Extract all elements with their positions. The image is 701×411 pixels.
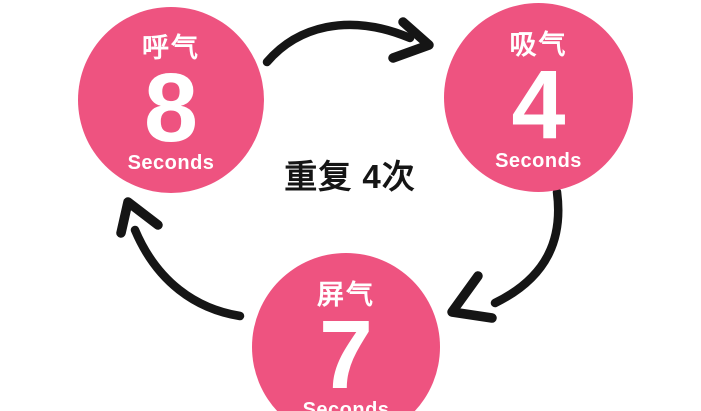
curved-arrow-hold-to-exhale-icon (116, 197, 245, 321)
arrow-top-curve (262, 20, 415, 67)
arrow-left-head (116, 197, 163, 238)
arrow-right-head (447, 271, 497, 323)
exhale-seconds-unit: Seconds (127, 152, 215, 175)
exhale-label: 呼气 (142, 32, 200, 63)
curved-arrow-exhale-to-inhale-icon (262, 17, 434, 67)
exhale-circle: 呼气 8 Seconds (78, 7, 264, 193)
curved-arrow-inhale-to-hold-icon (447, 187, 563, 323)
arrow-top-head (388, 17, 434, 63)
inhale-seconds-value: 4 (511, 50, 566, 160)
arrow-right-curve (490, 187, 563, 308)
exhale-seconds-value: 8 (144, 52, 198, 162)
hold-seconds-unit: Seconds (302, 399, 390, 411)
hold-seconds-value: 7 (319, 299, 373, 409)
hold-label: 屏气 (317, 279, 375, 310)
hold-circle: 屏气 7 Seconds (252, 253, 440, 411)
inhale-seconds-unit: Seconds (495, 149, 582, 172)
inhale-label: 吸气 (509, 30, 568, 61)
inhale-circle: 吸气 4 Seconds (444, 3, 633, 192)
repeat-count-label: 重复 4次 (284, 158, 416, 195)
arrow-left-curve (130, 225, 245, 321)
